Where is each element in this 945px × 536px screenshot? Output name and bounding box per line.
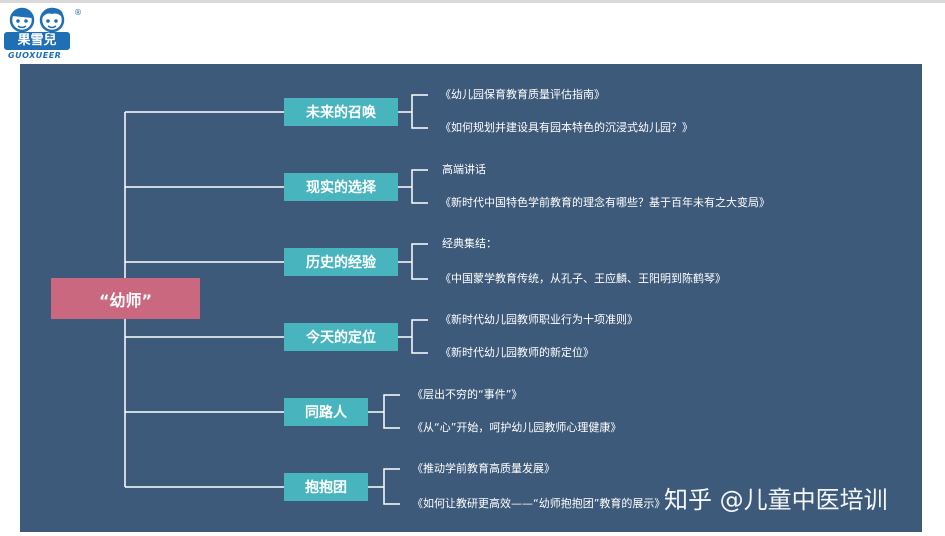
brand-name-cn: 果雪兒 [4,32,70,50]
branch-hug-group: 抱抱团 [284,473,368,501]
mindmap-connectors [124,94,428,505]
leaf-text: 《新时代幼儿园教师职业行为十项准则》 [440,313,638,326]
brand-name-en: GUOXUEER [8,51,62,60]
leaf-text: 《如何规划并建设具有园本特色的沉浸式幼儿园？》 [440,121,693,134]
leaf-text: 《幼儿园保育教育质量评估指南》 [440,88,605,101]
mindmap-panel: “幼师” 未来的召唤 现实的选择 历史的经验 今天的定位 同路人 抱抱团 《幼儿… [20,64,922,532]
leaf-text: 《层出不穷的“事件”》 [412,388,523,401]
branch-future-call: 未来的召唤 [284,98,398,126]
branch-today-position: 今天的定位 [284,323,398,351]
kids-faces-icon [9,7,65,33]
branch-history-experience: 历史的经验 [284,248,398,276]
leaf-text: 《如何让教研更高效——“幼师抱抱团”教育的展示》 [412,497,666,510]
branch-real-choice: 现实的选择 [284,173,398,201]
leaf-text: 《新时代中国特色学前教育的理念有哪些？基于百年未有之大变局》 [440,196,770,209]
leaf-text: 《中国蒙学教育传统，从孔子、王应麟、王阳明到陈鹤琴》 [440,272,726,285]
brand-logo: ® 果雪兒 GUOXUEER [2,6,82,60]
top-divider [0,0,945,3]
branch-fellow-travelers: 同路人 [284,398,368,426]
leaf-text: 《推动学前教育高质量发展》 [412,462,555,475]
mindmap-root: “幼师” [51,278,200,319]
leaf-text: 经典集结： [442,237,497,250]
leaf-text: 高端讲话 [442,163,486,176]
registered-mark: ® [74,8,82,17]
leaf-text: 《从“心”开始，呵护幼儿园教师心理健康》 [412,421,622,434]
zhihu-watermark: 知乎 @儿童中医培训 [664,486,888,514]
leaf-text: 《新时代幼儿园教师的新定位》 [440,346,594,359]
